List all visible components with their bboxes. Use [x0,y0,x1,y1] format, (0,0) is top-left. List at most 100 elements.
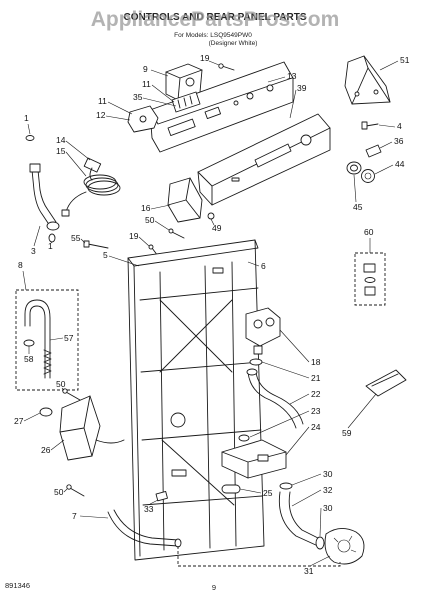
callout-label: 50 [145,215,155,225]
frame-rail [140,361,261,373]
callout-label: 30 [323,503,333,513]
timer-assembly [165,63,203,101]
leader-35 [142,97,177,107]
part-33 [155,490,168,502]
hose-wall [278,491,319,547]
fill-hose-22 [246,368,304,429]
leader-15 [65,151,87,177]
leader-11 [151,84,175,103]
bracket-body [344,55,391,105]
control-panel-hole [246,92,254,100]
bracket-hole [373,89,379,95]
knob-center [364,172,372,180]
rear-panel-side [133,265,141,557]
callout-label: 21 [311,373,321,383]
callout-label: 30 [323,469,333,479]
callout-label: 25 [263,488,273,498]
diagram-title: CONTROLS AND REAR PANEL PARTS [124,12,307,23]
leader-59 [347,393,377,429]
leader-6 [247,261,260,267]
bracket-edge [367,67,391,103]
hose-end [174,538,182,548]
panel-tab [212,267,224,274]
leader-4 [378,124,396,128]
leader-26 [50,439,65,451]
leader-1-top [27,123,31,135]
frame-rail [139,287,259,301]
kit-part [364,277,376,283]
bracket-26 [59,395,125,461]
callout-label: 15 [56,146,66,156]
switch-body [171,91,201,113]
valve-outlet [253,345,263,355]
connector-body [221,484,241,494]
cord-coil [85,177,119,193]
leader-51 [379,60,399,71]
callout-label: 1 [24,113,29,123]
washer [25,135,35,141]
screw-head [168,228,174,234]
screw-shank [365,123,379,127]
pump-body [221,439,287,479]
callout-label: 36 [394,136,404,146]
frame-post [231,261,237,547]
timer-edge [177,77,181,101]
frame-post [159,271,165,551]
leader-30-upper [291,473,322,486]
leader-21 [261,361,310,379]
bracket-hole [139,115,147,123]
pump-31 [324,528,365,565]
pump-impeller [337,539,351,553]
screw-head [148,244,154,250]
cap-body [39,407,53,417]
switch-bracket [127,105,159,133]
screw-shank [221,65,235,71]
leader-18 [279,329,310,363]
clamp-ring [249,358,263,366]
screw-shank [171,231,185,239]
hose-wall [37,169,57,223]
callout-label: 1 [48,241,53,251]
control-panel-rear [149,61,294,153]
callout-label: 27 [14,416,24,426]
leader-27 [23,412,41,422]
leader-1-lower [50,241,53,244]
clamp-21 [249,358,263,366]
frame-rail [142,495,263,506]
pump-detail [333,535,357,553]
callout-label: 32 [323,485,333,495]
kit-part [363,263,376,273]
leader-16 [150,204,171,210]
callout-label: 5 [103,250,108,260]
leader-36 [379,141,393,149]
bracket-edge [59,427,85,433]
valve-coil [253,319,263,329]
clamp-ring [315,536,325,550]
screw-body [365,144,382,158]
panel-tab [171,469,187,477]
callout-label: 44 [395,159,405,169]
leader-22 [289,393,310,405]
screw-55 [83,240,109,249]
rear-panel-sheet [127,239,265,561]
leader-8 [22,270,27,291]
frame-rail [141,429,262,441]
drain-hose-7 [107,509,182,548]
leader-23 [249,410,310,438]
leader-44 [374,164,394,175]
screw-19-top [218,63,235,71]
callout-label: 8 [18,260,23,270]
callout-label: 9 [143,64,148,74]
hose-routing-line [177,546,341,567]
leader-19-top [208,60,220,66]
leader-31 [309,555,331,567]
water-valve [245,307,281,355]
bracket-tube [95,439,125,444]
callout-label: 60 [364,227,374,237]
callout-label: 33 [144,504,154,514]
callout-label: 26 [41,445,51,455]
watermark: AppliancePartsPros.com [91,8,340,31]
frame-post [204,265,211,549]
part-kit-60 [354,252,386,306]
